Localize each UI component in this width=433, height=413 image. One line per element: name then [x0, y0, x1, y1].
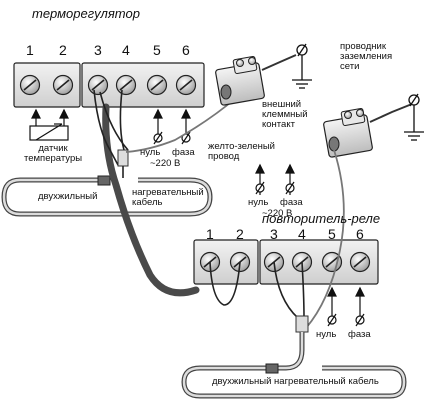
relay-screw-slot-5	[325, 256, 339, 268]
relay-terminal-number-2: 2	[236, 226, 244, 242]
thermostat-terminal-number-5: 5	[153, 42, 161, 58]
relay-supply-arrows	[327, 286, 365, 327]
relay-block-left	[193, 239, 259, 285]
heating-cable-loop-lower	[181, 332, 407, 399]
yellow-green-wire-label: желто-зеленый провод	[208, 141, 275, 162]
dark-cable	[102, 103, 200, 297]
relay-terminal-number-4: 4	[298, 226, 306, 242]
voltage-label-1: ~220 В	[150, 158, 181, 169]
ground-symbol-right	[404, 93, 424, 141]
phase-label-1: фаза	[172, 147, 195, 158]
phase-label-2: фаза	[280, 197, 303, 208]
thermostat-terminal-number-3: 3	[94, 42, 102, 58]
null-label-1: нуль	[140, 147, 161, 158]
relay-title: повторитель-реле	[262, 211, 381, 226]
relay-input-arrows	[255, 163, 295, 195]
ground-wire-upper	[125, 97, 237, 153]
relay-terminal-number-6: 6	[356, 226, 364, 242]
null-label-3: нуль	[316, 329, 337, 340]
thermostat-terminal-number-6: 6	[182, 42, 190, 58]
ground-symbol-upper	[292, 43, 312, 89]
thermostat-terminal-number-2: 2	[59, 42, 67, 58]
relay-terminal-number-1: 1	[206, 226, 214, 242]
thermostat-screw-slot-2	[56, 79, 70, 91]
two-core-label: двухжильный	[38, 191, 98, 202]
thermostat-screw-slot-3	[91, 79, 105, 91]
external-clamp-contact	[215, 54, 297, 106]
thermostat-screw-slot-4	[119, 79, 133, 91]
relay-terminal-number-3: 3	[270, 226, 278, 242]
two-core-heating-cable-label: двухжильный нагревательный кабель	[212, 376, 379, 387]
relay-block-right	[259, 239, 379, 285]
relay-clamp-contact	[323, 103, 413, 158]
heating-cable-label: нагревательный кабель	[132, 187, 204, 208]
phase-label-3: фаза	[348, 329, 371, 340]
voltage-label-2: ~220 В	[262, 208, 293, 219]
thermostat-screw-slot-5	[150, 79, 164, 91]
thermostat-title: терморегулятор	[32, 6, 140, 21]
thermostat-supply-arrows	[153, 108, 191, 145]
relay-wires	[209, 149, 345, 333]
heating-cable-loop-upper	[1, 175, 213, 217]
external-contact-label: внешний клеммный контакт	[262, 99, 308, 130]
sensor-label: датчик температуры	[24, 143, 83, 164]
thermostat-screw-slot-1	[23, 79, 37, 91]
thermostat-terminal-number-1: 1	[26, 42, 34, 58]
null-label-2: нуль	[248, 197, 269, 208]
thermostat-screw-slot-6	[179, 79, 193, 91]
thermostat-wires	[93, 89, 129, 178]
relay-screw-slot-6	[353, 256, 367, 268]
thermostat-terminal-number-4: 4	[122, 42, 130, 58]
relay-terminal-number-5: 5	[328, 226, 336, 242]
ground-conductor-label: проводник заземления сети	[340, 41, 393, 72]
thermostat-block-right	[81, 62, 205, 108]
temperature-sensor-symbol	[29, 108, 69, 141]
thermostat-block-left	[13, 62, 81, 108]
